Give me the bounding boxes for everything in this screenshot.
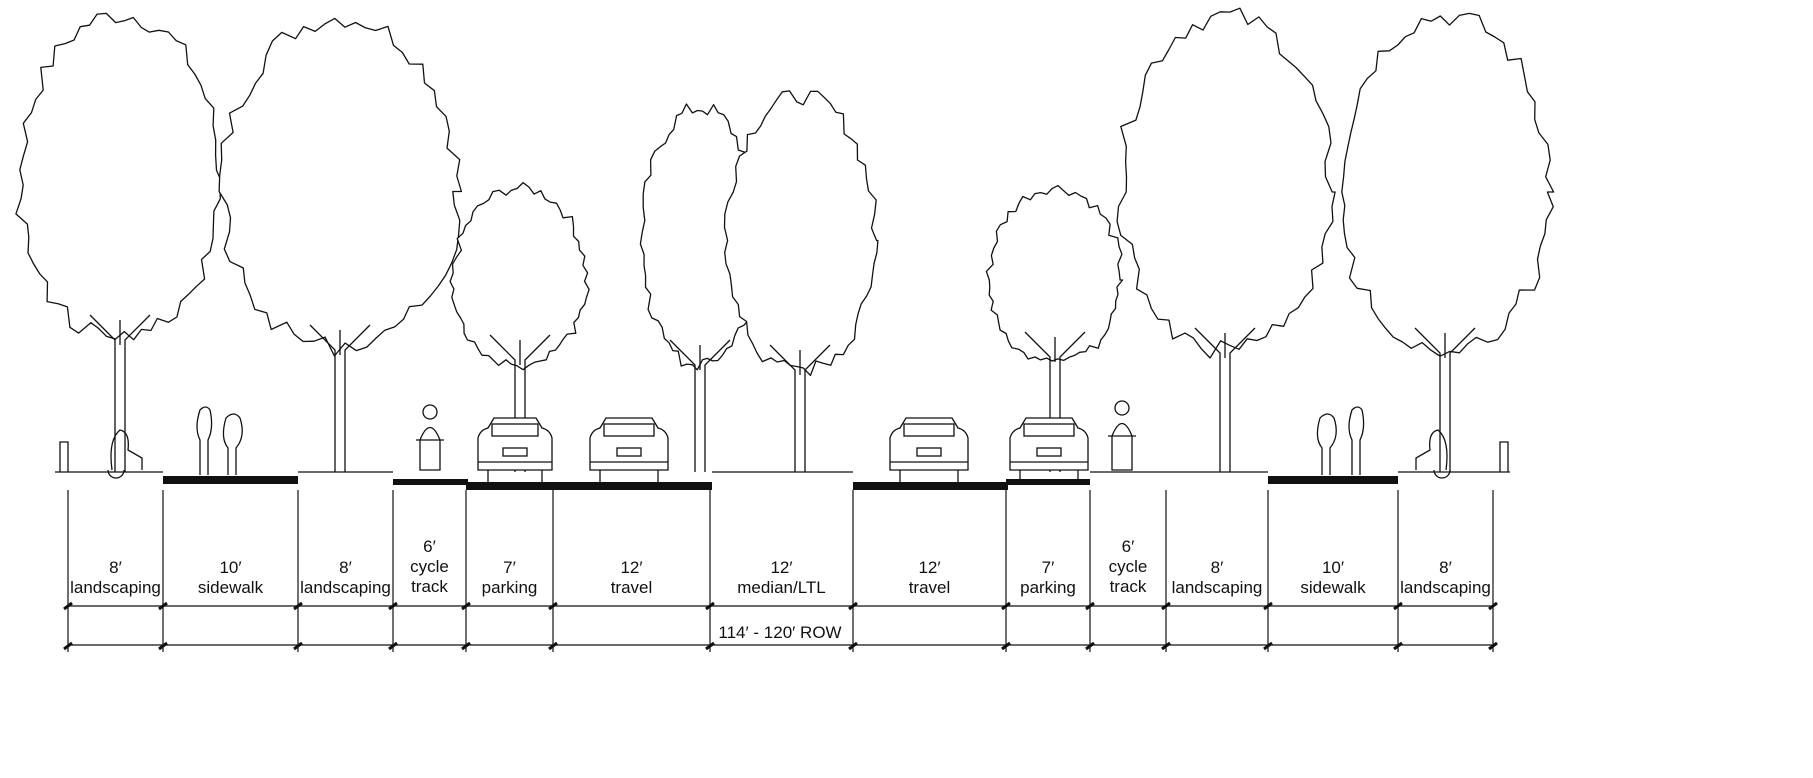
cycle-track-pavement-left (393, 479, 468, 485)
segment-label-sidewalk-right: sidewalk (1300, 578, 1366, 597)
car-travel-left (589, 417, 669, 482)
cyclist-left (416, 404, 444, 471)
row-label: 114′ - 120′ ROW (718, 623, 841, 642)
posts (59, 441, 1509, 472)
sidewalk-pavement-right (1268, 476, 1398, 484)
segment-label-parking-left: 7′ (503, 558, 516, 577)
segment-label-parking-right: 7′ (1042, 558, 1055, 577)
parked-car-left (477, 417, 553, 482)
seated-person-left (107, 429, 143, 479)
seated-person-right (1415, 429, 1451, 479)
segment-label-landscaping-right-inner: landscaping (1172, 578, 1263, 597)
tree (985, 184, 1124, 472)
segment-label-sidewalk-left: sidewalk (198, 578, 264, 597)
car-travel-right (889, 417, 969, 482)
segment-label-travel-left: 12′ (620, 558, 642, 577)
roadway-left (466, 482, 712, 490)
segment-label-cycle-track-right: cycle (1109, 557, 1148, 576)
segment-label-parking-left: parking (482, 578, 538, 597)
segment-label-travel-left: travel (611, 578, 653, 597)
segment-label-median: 12′ (770, 558, 792, 577)
tree (639, 103, 762, 472)
segment-label-landscaping-left-inner: landscaping (300, 578, 391, 597)
segment-label-cycle-track-right: track (1110, 577, 1147, 596)
trees (15, 7, 1555, 472)
cycle-track-pavement-right (1006, 479, 1090, 485)
figures (59, 400, 1509, 482)
ground-profile (55, 471, 1510, 490)
segment-label-travel-right: 12′ (918, 558, 940, 577)
segment-label-cycle-track-left: 6′ (423, 537, 436, 556)
segment-label-parking-right: parking (1020, 578, 1076, 597)
segment-label-median: median/LTL (737, 578, 826, 597)
pedestrians-right (1316, 406, 1365, 475)
segment-labels: 8′landscaping10′sidewalk8′landscaping6′c… (70, 537, 1491, 597)
pedestrians-left (196, 406, 243, 475)
segment-label-travel-right: travel (909, 578, 951, 597)
cyclist-right (1108, 400, 1136, 471)
segment-label-landscaping-left-outer: 8′ (109, 558, 122, 577)
segment-label-cycle-track-left: track (411, 577, 448, 596)
segment-label-landscaping-right-inner: 8′ (1211, 558, 1224, 577)
segment-label-landscaping-left-inner: 8′ (339, 558, 352, 577)
parked-car-right (1009, 417, 1089, 482)
tree (449, 181, 590, 472)
sidewalk-pavement-left (163, 476, 298, 484)
segment-label-sidewalk-right: 10′ (1322, 558, 1344, 577)
tree (15, 12, 224, 472)
segment-label-sidewalk-left: 10′ (219, 558, 241, 577)
roadway-right (853, 482, 1008, 490)
segment-label-cycle-track-right: 6′ (1122, 537, 1135, 556)
dimension-lines (63, 490, 1498, 652)
tree (1341, 12, 1555, 472)
tree (218, 17, 463, 472)
tree (1116, 7, 1336, 472)
segment-label-landscaping-left-outer: landscaping (70, 578, 161, 597)
segment-label-landscaping-right-outer: 8′ (1439, 558, 1452, 577)
tree (723, 90, 879, 472)
segment-label-cycle-track-left: cycle (410, 557, 449, 576)
segment-label-landscaping-right-outer: landscaping (1400, 578, 1491, 597)
